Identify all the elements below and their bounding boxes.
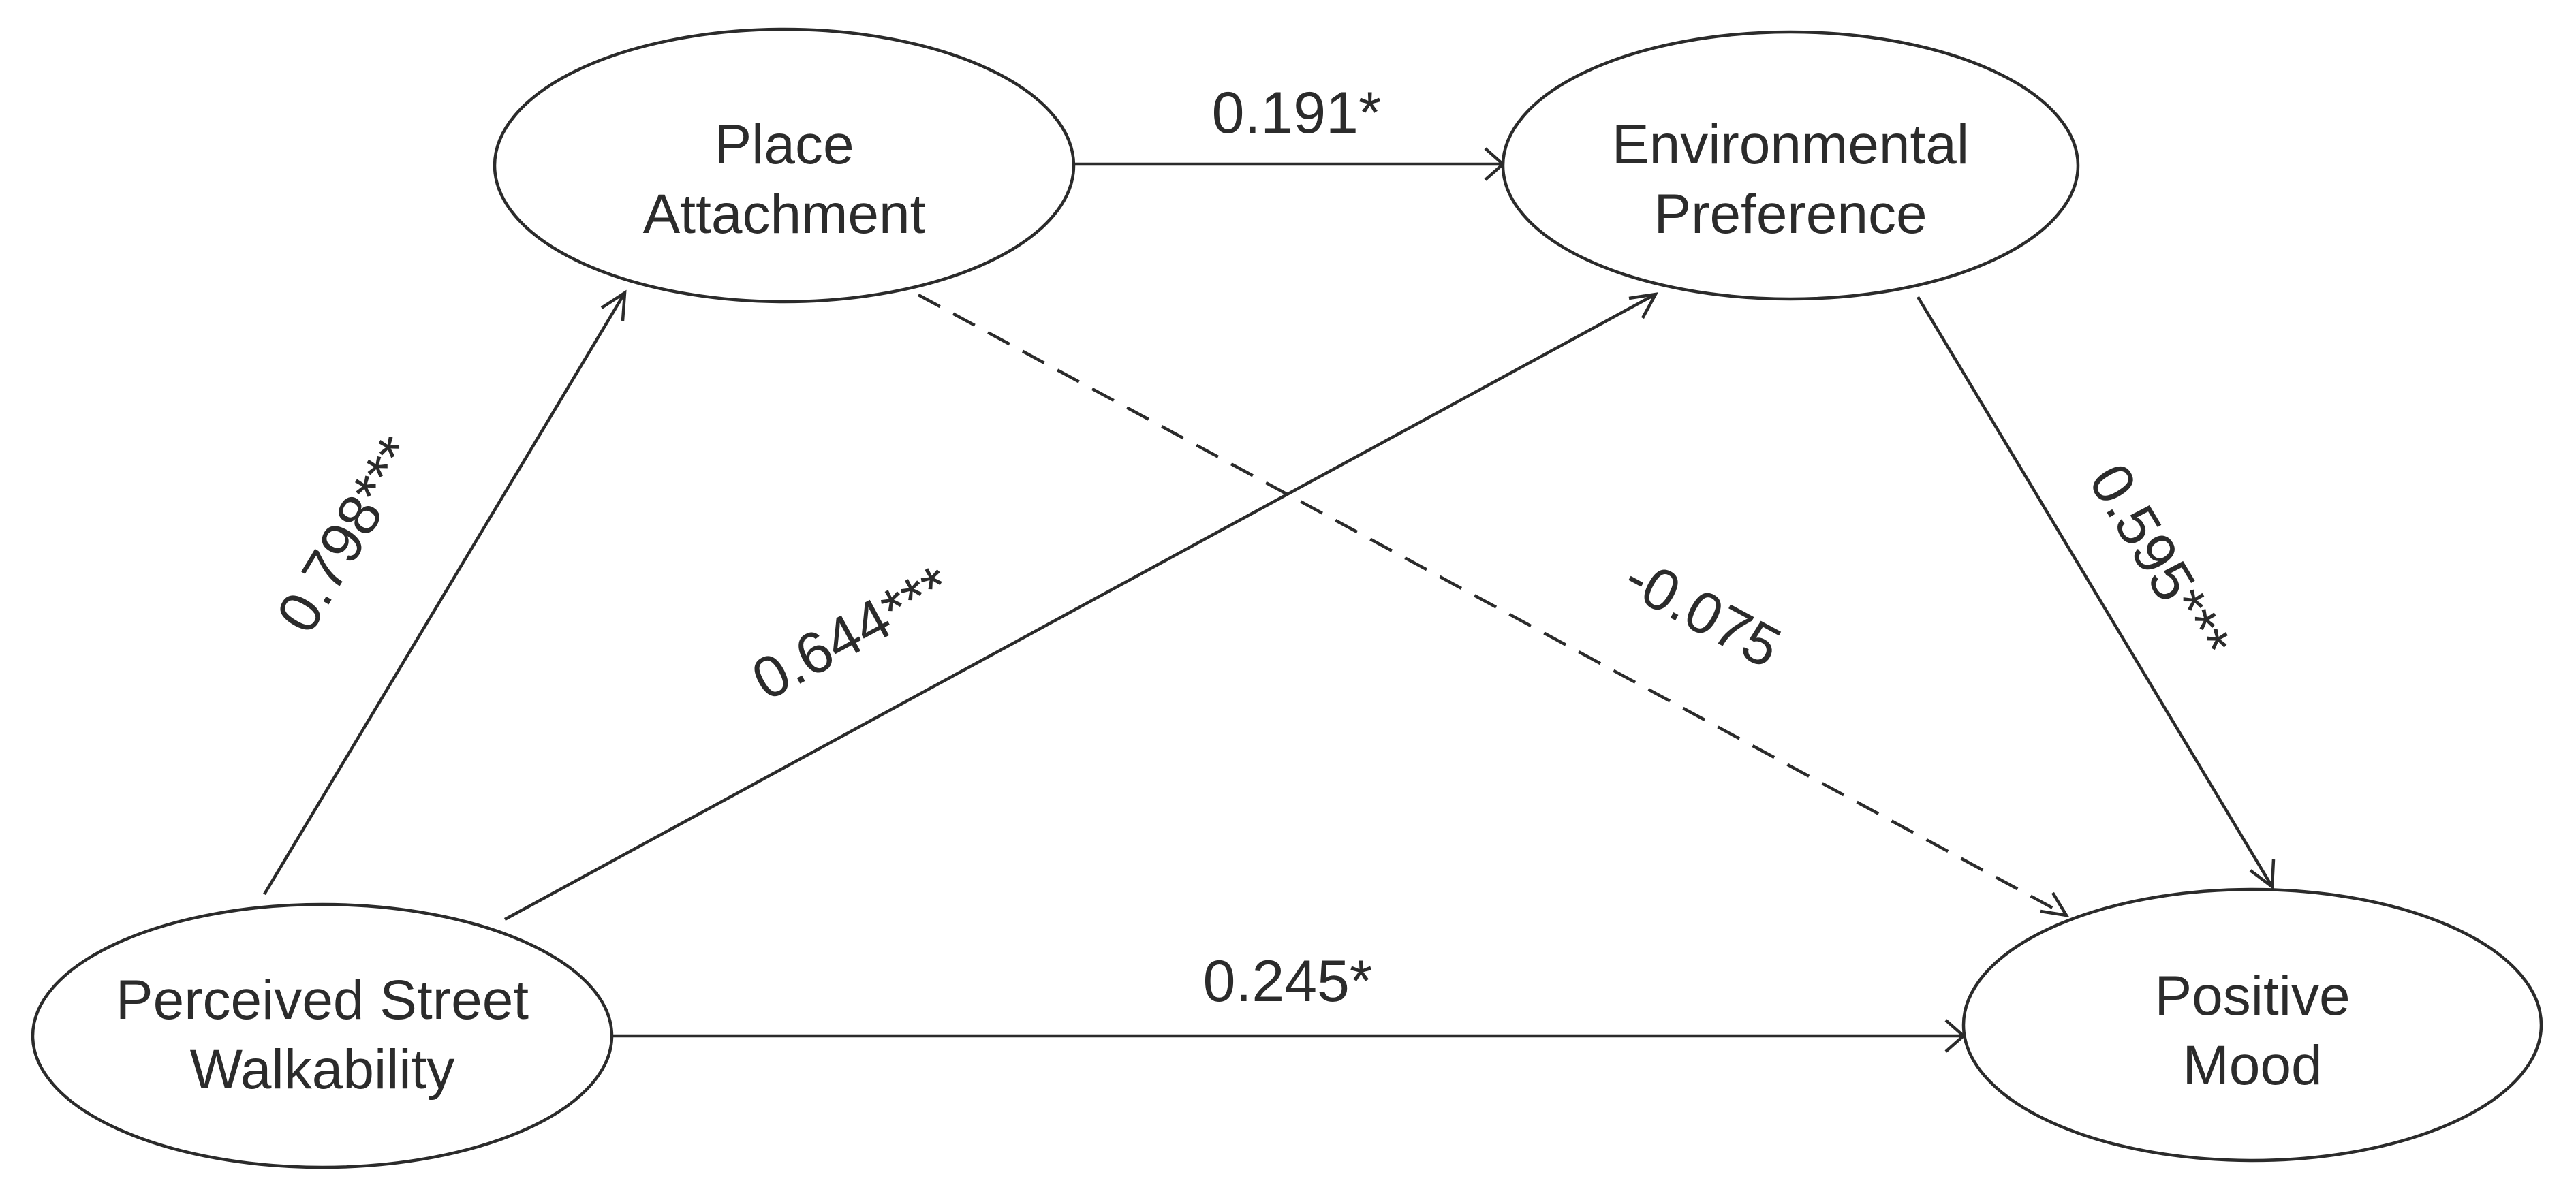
coefficient-walkability-to-attachment: 0.798*** — [264, 426, 431, 644]
coefficient-attachment-to-mood: -0.075 — [1614, 544, 1791, 680]
node-positive-mood: Positive Mood — [1961, 887, 2543, 1163]
node-place-attachment: Place Attachment — [493, 27, 1076, 304]
node-perceived-street-walkability-line2: Walkability — [190, 1039, 455, 1101]
coefficient-preference-to-mood: 0.595*** — [2076, 453, 2243, 671]
path-attachment-to-preference — [1074, 147, 1506, 181]
node-positive-mood-line1: Positive — [2154, 965, 2350, 1027]
node-positive-mood-line2: Mood — [2182, 1035, 2322, 1096]
coefficient-walkability-to-mood: 0.245* — [1203, 949, 1373, 1014]
node-place-attachment-line1: Place — [714, 114, 854, 176]
path-walkability-to-attachment — [263, 289, 627, 896]
path-walkability-to-preference — [503, 292, 1659, 921]
path-preference-to-mood — [1917, 296, 2276, 890]
coefficient-attachment-to-preference: 0.191* — [1212, 80, 1382, 146]
node-perceived-street-walkability-line1: Perceived Street — [116, 969, 529, 1031]
node-place-attachment-line2: Attachment — [643, 183, 926, 245]
path-attachment-to-mood — [917, 294, 2070, 917]
path-walkability-to-mood — [612, 1019, 1966, 1053]
node-perceived-street-walkability: Perceived Street Walkability — [31, 902, 614, 1169]
node-environmental-preference-line1: Environmental — [1612, 114, 1969, 176]
node-environmental-preference: Environmental Preference — [1501, 30, 2080, 301]
node-environmental-preference-line2: Preference — [1654, 183, 1927, 245]
